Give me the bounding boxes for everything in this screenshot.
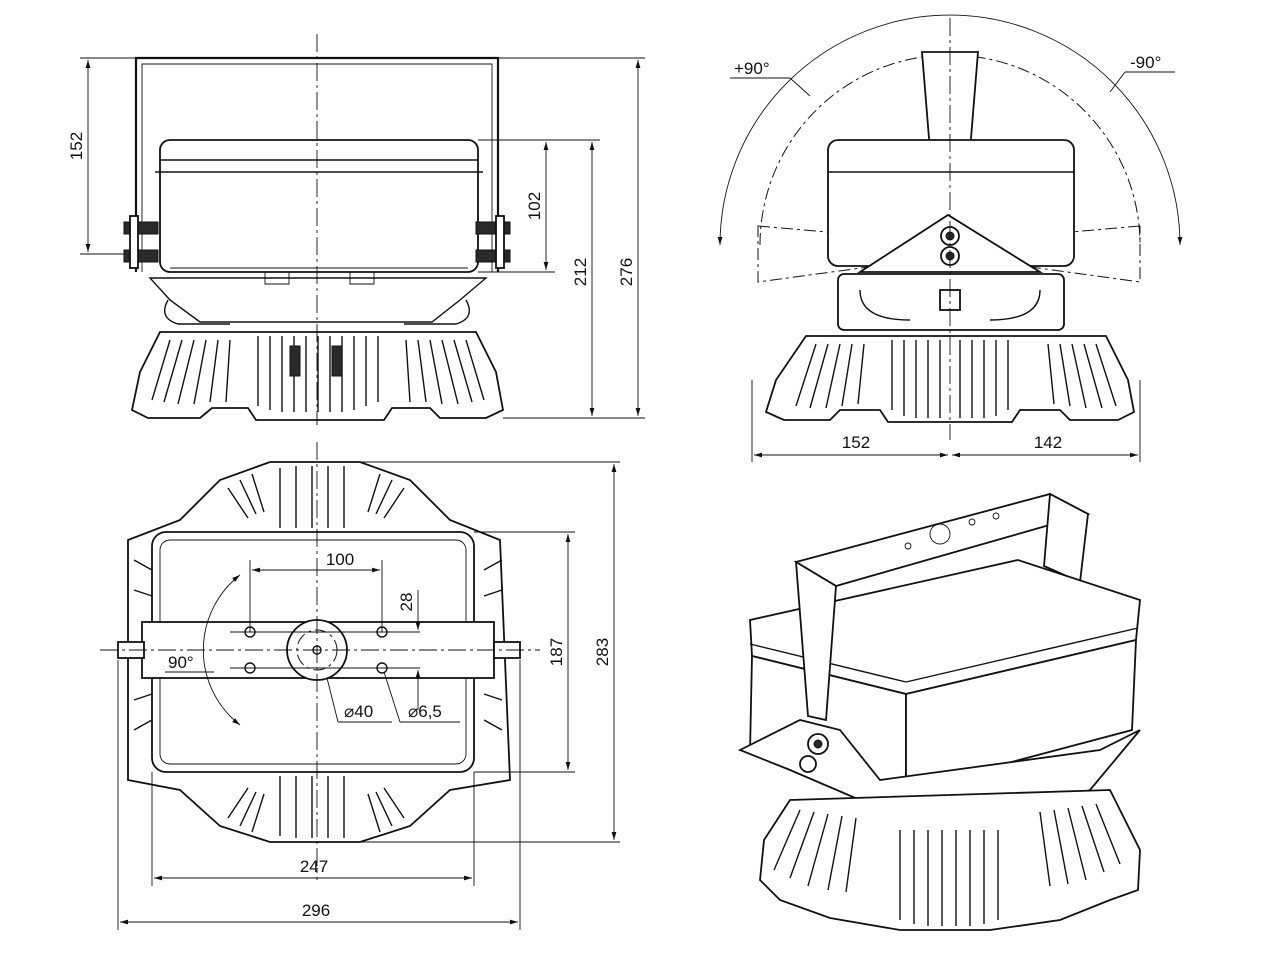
angle-text-minus90: -90° — [1130, 53, 1161, 72]
dim-text-247: 247 — [300, 857, 328, 876]
dim-text-dia65: ⌀6,5 — [408, 702, 442, 721]
dim-text-100: 100 — [326, 550, 354, 569]
front-view: 152 102 212 276 — [67, 34, 645, 425]
angle-text-plus90: +90° — [734, 59, 770, 78]
dim-text-283: 283 — [593, 638, 612, 666]
side-bolts-right — [475, 215, 511, 269]
isometric-view — [737, 492, 1141, 931]
dim-text-side-142: 142 — [1034, 433, 1062, 452]
dim-text-187: 187 — [547, 638, 566, 666]
rotation-arc — [717, 14, 1183, 246]
dim-text-side-152: 152 — [842, 433, 870, 452]
dim-text-276: 276 — [617, 258, 636, 286]
side-bolts-left — [123, 215, 159, 269]
dim-text-152: 152 — [67, 132, 86, 160]
driver-box — [159, 139, 479, 273]
dim-text-28: 28 — [397, 593, 416, 612]
dim-text-296: 296 — [302, 901, 330, 920]
side-view: +90° -90° 152 142 — [717, 14, 1183, 462]
dim-text-212: 212 — [571, 258, 590, 286]
dim-text-102: 102 — [525, 192, 544, 220]
dim-text-dia40: ⌀40 — [344, 702, 373, 721]
top-view: 90° 100 28 ⌀40 ⌀6,5 187 283 247 — [100, 442, 620, 930]
dim-text-90deg: 90° — [168, 653, 194, 672]
